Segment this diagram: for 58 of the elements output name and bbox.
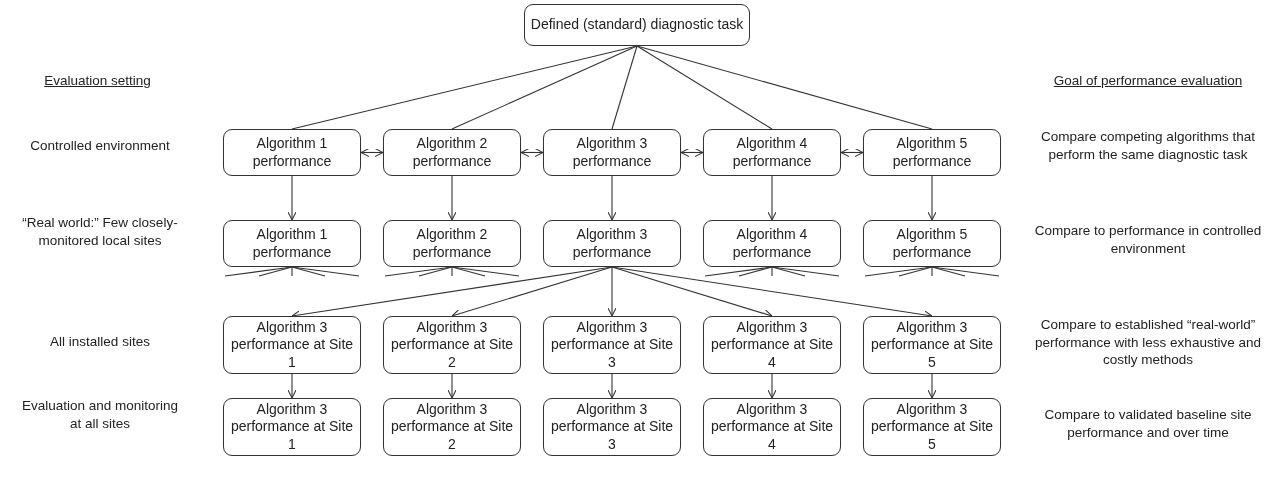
process-box: Defined (standard) diagnostic task <box>524 4 750 46</box>
connector-line <box>636 45 773 130</box>
process-box: Algorithm 3 performance at Site 4 <box>703 316 841 374</box>
arrow <box>447 373 457 399</box>
process-box: Algorithm 3 performance at Site 3 <box>543 398 681 456</box>
site-fan-line <box>418 266 453 277</box>
connector-line <box>611 45 638 130</box>
process-box: Algorithm 3 performance at Site 2 <box>383 316 521 374</box>
arrow <box>840 148 864 157</box>
setting-label: Controlled environment <box>29 137 171 155</box>
site-fan-line <box>258 266 293 277</box>
goal-text: Compare to validated baseline site performance and over time <box>1043 406 1253 442</box>
process-box: Algorithm 1 performance <box>223 220 361 267</box>
column-heading: Goal of performance evaluation <box>1052 72 1244 90</box>
goal-text: Compare to established “real-world” performance with less exhaustive and costly methods <box>1034 316 1262 369</box>
process-box: Algorithm 3 performance at Site 5 <box>863 398 1001 456</box>
process-box: Algorithm 3 performance at Site 2 <box>383 398 521 456</box>
process-box: Algorithm 5 performance <box>863 220 1001 267</box>
process-box: Algorithm 3 performance at Site 4 <box>703 398 841 456</box>
process-box: Algorithm 3 performance at Site 5 <box>863 316 1001 374</box>
arrow <box>767 175 777 221</box>
arrow <box>287 373 297 399</box>
site-fan-line <box>931 266 933 277</box>
process-box: Algorithm 2 performance <box>383 220 521 267</box>
process-box: Algorithm 4 performance <box>703 220 841 267</box>
arrow <box>287 175 297 221</box>
arrow <box>607 266 617 317</box>
connector-line <box>451 45 638 130</box>
arrow <box>927 175 937 221</box>
setting-label: Evaluation and monitoring at all sites <box>20 397 180 433</box>
arrow <box>360 148 384 157</box>
site-fan-line <box>771 266 773 277</box>
arrow <box>607 373 617 399</box>
goal-text: Compare competing algorithms that perform the same diagnostic task <box>1040 128 1256 164</box>
setting-label: All installed sites <box>49 333 151 351</box>
site-fan-line <box>291 266 293 277</box>
site-fan-line <box>451 266 453 277</box>
arrow <box>767 373 777 399</box>
process-box: Algorithm 3 performance at Site 3 <box>543 316 681 374</box>
arrow <box>447 175 457 221</box>
process-box: Algorithm 3 performance at Site 1 <box>223 316 361 374</box>
arrow <box>927 373 937 399</box>
process-box: Algorithm 4 performance <box>703 129 841 176</box>
column-heading: Evaluation setting <box>43 72 152 90</box>
arrow <box>607 175 617 221</box>
arrow <box>520 148 544 157</box>
arrow <box>451 266 613 318</box>
process-box: Algorithm 5 performance <box>863 129 1001 176</box>
process-box: Algorithm 2 performance <box>383 129 521 176</box>
arrow <box>680 148 704 157</box>
process-box: Algorithm 3 performance <box>543 129 681 176</box>
process-box: Algorithm 3 performance <box>543 220 681 267</box>
process-box: Algorithm 1 performance <box>223 129 361 176</box>
process-box: Algorithm 3 performance at Site 1 <box>223 398 361 456</box>
goal-text: Compare to performance in controlled environment <box>1033 222 1263 258</box>
setting-label: “Real world:” Few closely-monitored local sites <box>21 214 179 250</box>
site-fan-line <box>898 266 933 277</box>
site-fan-line <box>738 266 773 277</box>
